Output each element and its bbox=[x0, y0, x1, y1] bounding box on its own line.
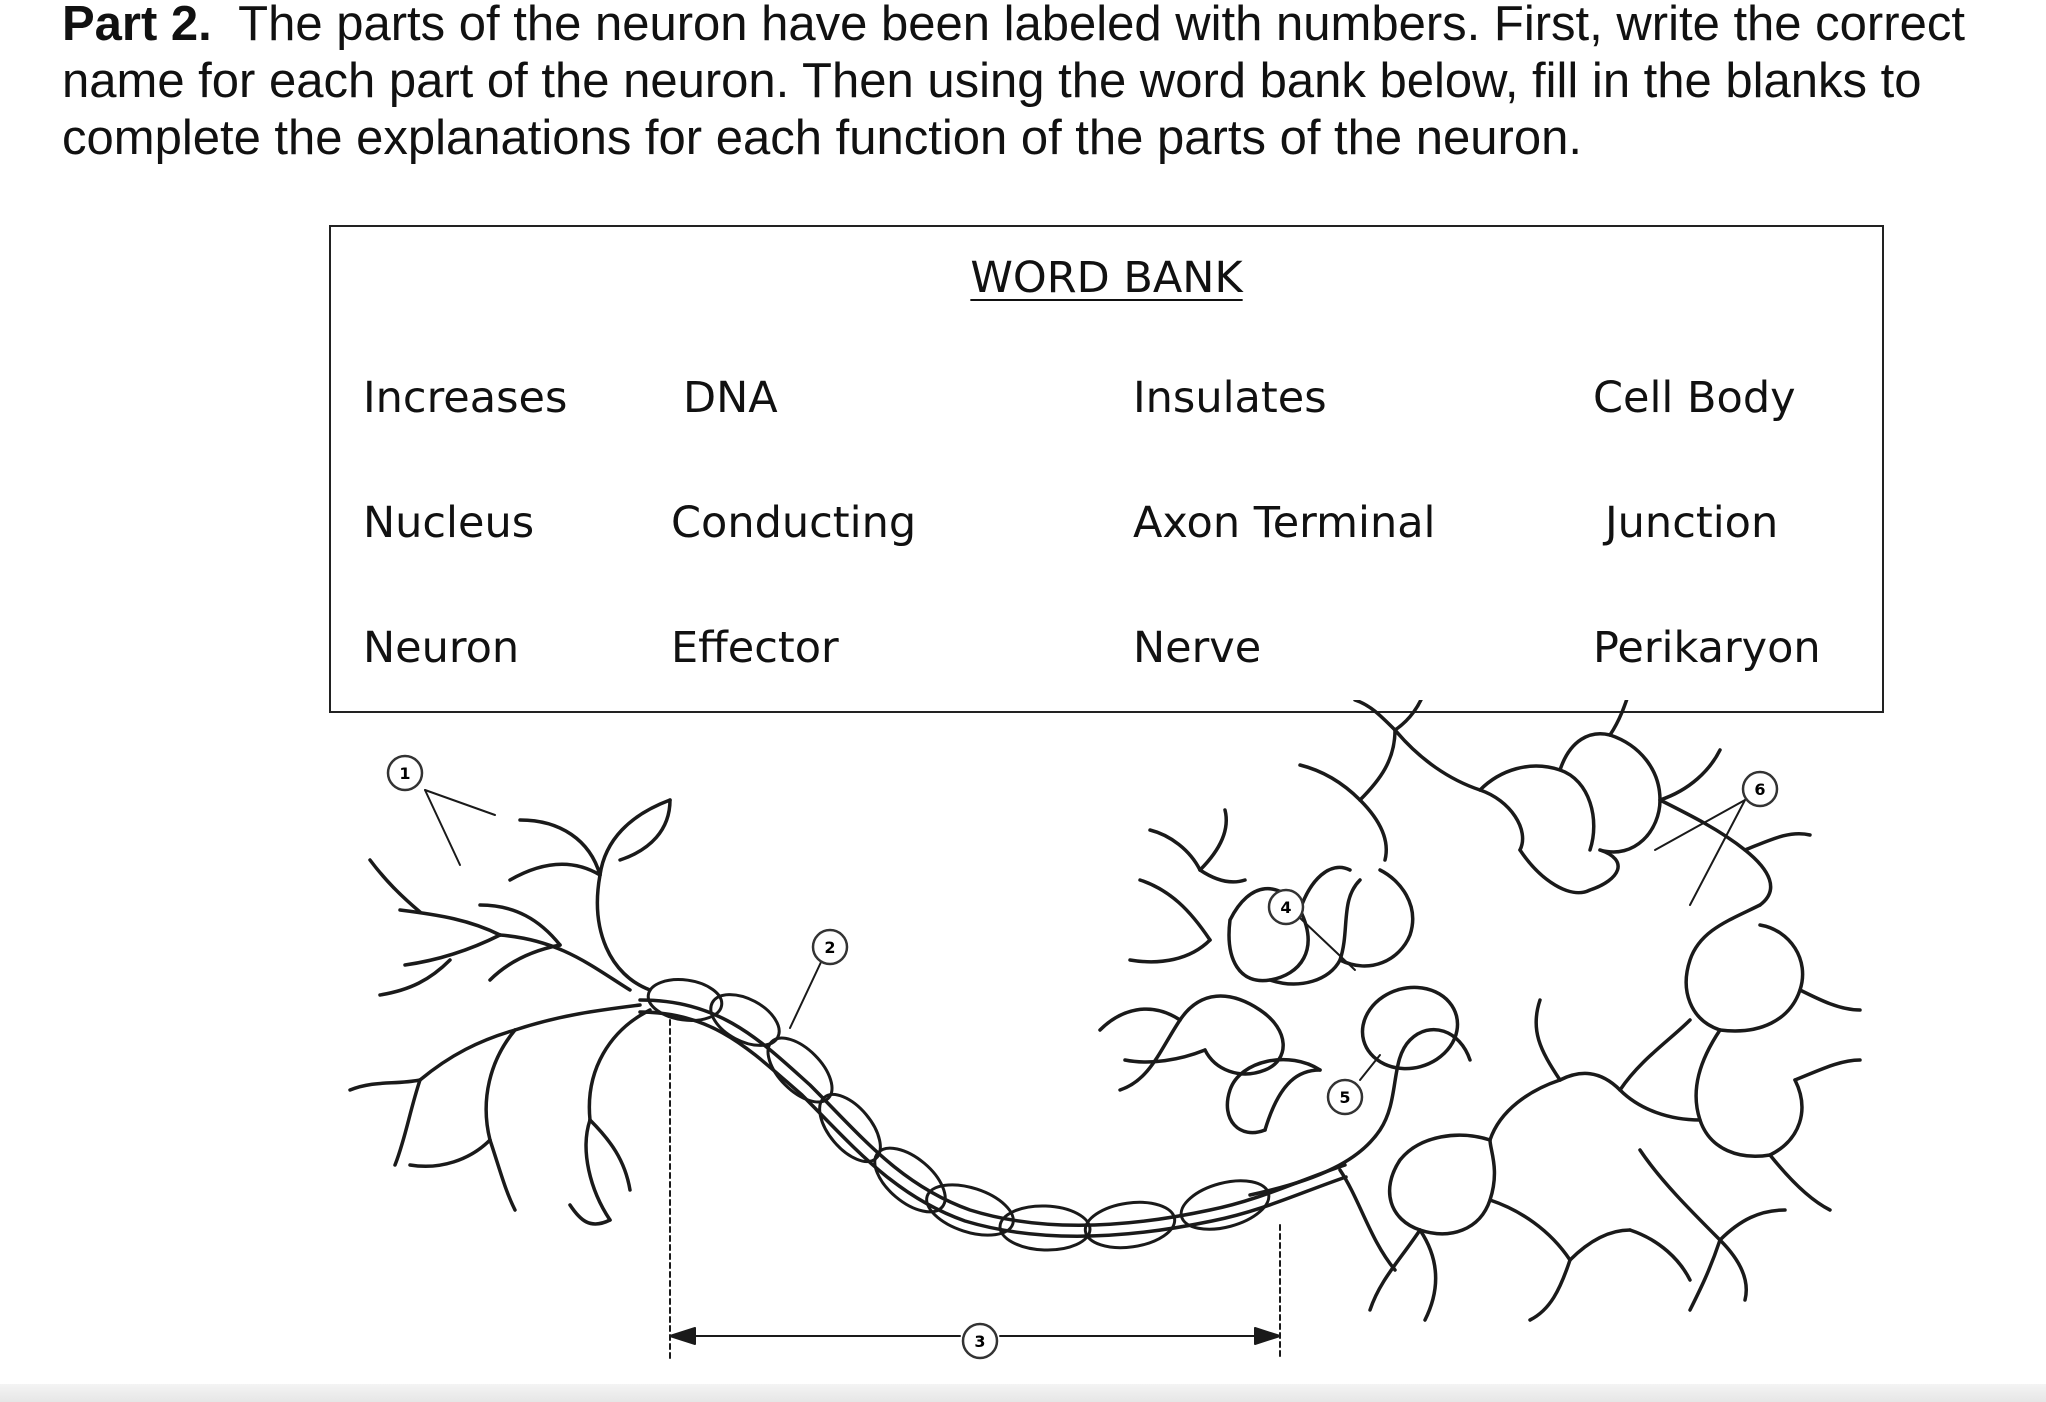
callout-5: 5 bbox=[1326, 1078, 1364, 1116]
word-bank-word: DNA bbox=[683, 373, 778, 423]
cell-body bbox=[1098, 700, 1862, 1322]
callout-4: 4 bbox=[1267, 888, 1305, 926]
word-bank-word: Neuron bbox=[363, 623, 520, 673]
word-bank-word: Nucleus bbox=[363, 498, 535, 548]
word-bank-word: Axon Terminal bbox=[1133, 498, 1436, 548]
word-bank-word: Effector bbox=[671, 623, 839, 673]
callout-6: 6 bbox=[1741, 770, 1779, 808]
callout-6-number: 6 bbox=[1754, 780, 1765, 799]
callout-4-number: 4 bbox=[1280, 898, 1291, 917]
instructions: Part 2. The parts of the neuron have bee… bbox=[62, 0, 2022, 167]
word-bank-word: Perikaryon bbox=[1593, 623, 1821, 673]
callout-5-number: 5 bbox=[1339, 1088, 1350, 1107]
callout-2-number: 2 bbox=[824, 938, 835, 957]
axon bbox=[638, 998, 1348, 1238]
bottom-edge-bar bbox=[0, 1384, 2046, 1402]
dendrites bbox=[348, 798, 672, 1226]
word-bank-word: Conducting bbox=[671, 498, 917, 548]
nucleus bbox=[1360, 985, 1460, 1071]
word-bank-title: WORD BANK bbox=[970, 253, 1243, 303]
word-bank-word: Insulates bbox=[1133, 373, 1327, 423]
callout-1: 1 bbox=[386, 754, 424, 792]
word-bank-word: Increases bbox=[363, 373, 568, 423]
neuron-diagram: 1 2 3 4 5 6 bbox=[348, 700, 1862, 1361]
axon-length-marker bbox=[669, 1019, 1281, 1361]
callout-1-number: 1 bbox=[399, 764, 410, 783]
pointer-lines bbox=[424, 789, 1746, 1081]
myelin-sheath bbox=[646, 978, 1271, 1252]
callout-3: 3 bbox=[961, 1322, 999, 1360]
callout-3-number: 3 bbox=[974, 1332, 985, 1351]
instructions-text: The parts of the neuron have been labele… bbox=[62, 0, 1965, 165]
callout-2: 2 bbox=[811, 928, 849, 966]
word-bank-word: Junction bbox=[1605, 498, 1779, 548]
instructions-lead: Part 2. bbox=[62, 0, 212, 51]
word-bank-word: Cell Body bbox=[1593, 373, 1796, 423]
word-bank: WORD BANK Increases DNA Insulates Cell B… bbox=[329, 225, 1884, 713]
word-bank-word: Nerve bbox=[1133, 623, 1262, 673]
